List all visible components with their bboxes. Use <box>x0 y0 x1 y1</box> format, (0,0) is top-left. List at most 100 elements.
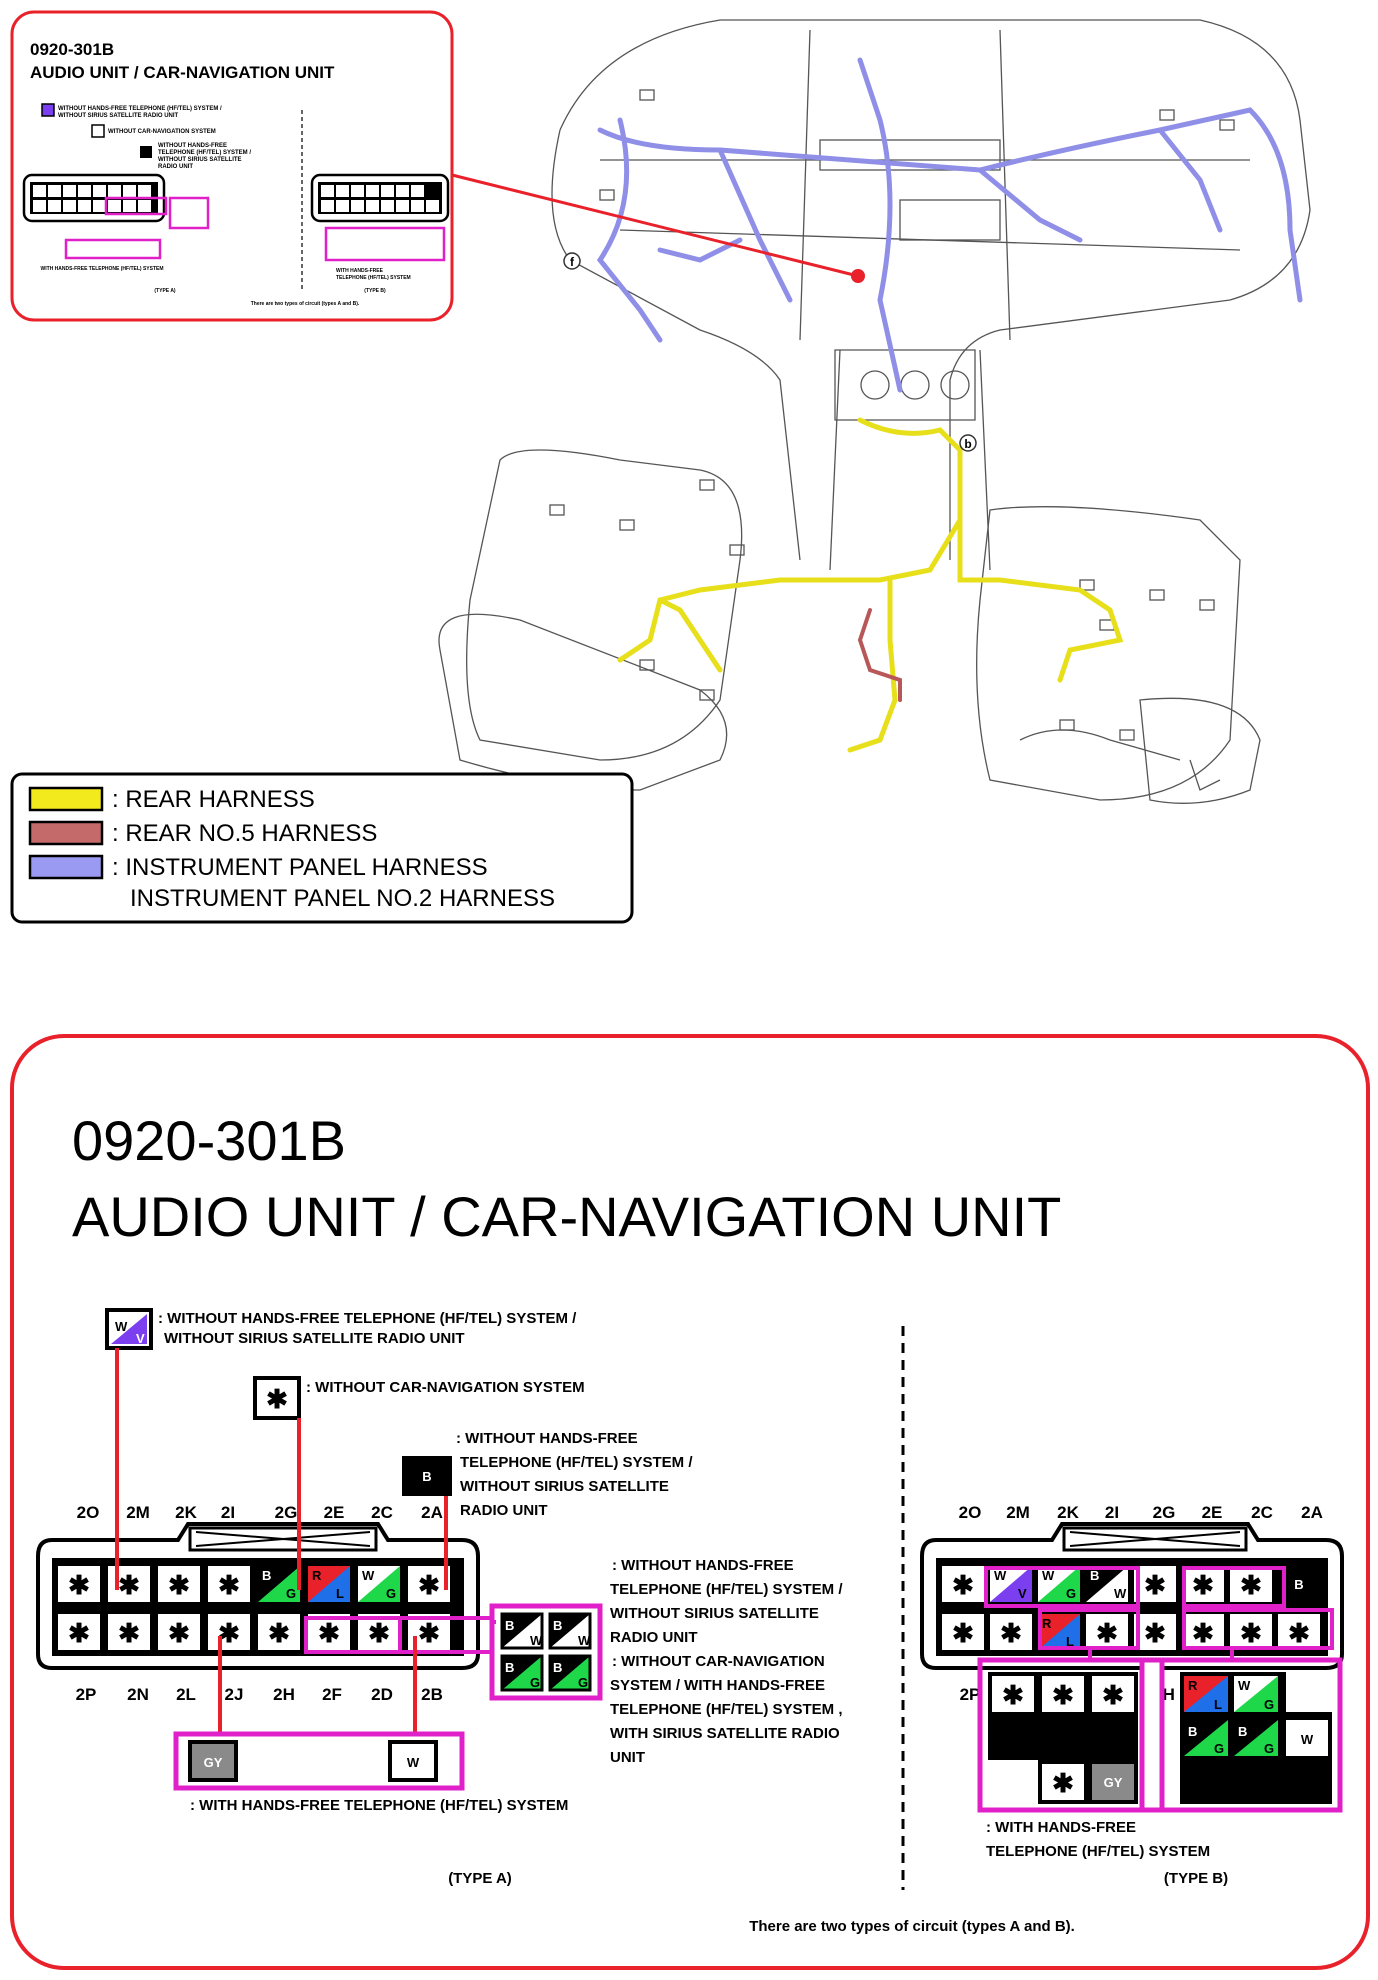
star-mark: ✱ <box>268 1618 290 1648</box>
pin-label: 2O <box>959 1503 982 1522</box>
pin-label: 2E <box>324 1503 345 1522</box>
inset-leader-line <box>439 170 859 278</box>
legend-label-instrument-panel-no2: INSTRUMENT PANEL NO.2 HARNESS <box>130 885 555 912</box>
hf-a-gy-label: GY <box>204 1755 223 1770</box>
pin-cell <box>1182 1566 1224 1602</box>
pin-cell <box>1086 1614 1128 1650</box>
pin-label: 2I <box>221 1503 235 1522</box>
star-mark: ✱ <box>952 1570 974 1600</box>
var-b4: B <box>553 1660 562 1675</box>
hf-box-type-a <box>173 1731 465 1791</box>
hfb-b2: B <box>1238 1724 1247 1739</box>
pin-label: 2D <box>371 1685 393 1704</box>
note-r9: UNIT <box>610 1749 645 1766</box>
hfb-g3: G <box>1264 1741 1274 1756</box>
inset-hf-b2: TELEPHONE (HF/TEL) SYSTEM <box>336 275 411 281</box>
pin-label: 2I <box>0 0 7 4</box>
pin-cell <box>408 1566 450 1602</box>
pin-label: 2N <box>127 1685 149 1704</box>
star-mark: ✱ <box>168 1570 190 1600</box>
pin-label: 2K <box>1057 1503 1079 1522</box>
pin-label: 2G <box>275 1503 298 1522</box>
wire-color-label: L <box>1066 1634 1074 1649</box>
pin-label: 2C <box>0 0 11 4</box>
wire-color-label: W <box>1114 1586 1127 1601</box>
wire-color-label: B <box>1294 1577 1303 1592</box>
hfb-b1: B <box>1188 1724 1197 1739</box>
wire-color-label: B <box>1090 1568 1099 1583</box>
star-mark: ✱ <box>1144 1570 1166 1600</box>
wire-color-label: G <box>386 1586 396 1601</box>
wire-color-label: G <box>286 1586 296 1601</box>
var-w2: W <box>578 1633 591 1648</box>
pin-cell <box>1134 1566 1176 1602</box>
star-mark: ✱ <box>68 1570 90 1600</box>
leaders-type-a <box>115 1348 448 1732</box>
hfb-star-4: ✱ <box>1052 1768 1074 1798</box>
detail-title: AUDIO UNIT / CAR-NAVIGATION UNIT <box>72 1185 1061 1248</box>
pin-label: 2K <box>0 0 12 4</box>
wire-color-label: L <box>336 1586 344 1601</box>
star-mark: ✱ <box>1000 1618 1022 1648</box>
hf-box-type-b: ✱ ✱ ✱ ✱ GY R L W G B G B G <box>977 1657 1343 1813</box>
inset-footnote: There are two types of circuit (types A … <box>251 301 360 307</box>
pin-cell <box>942 1566 984 1602</box>
hfb-w2: W <box>1301 1732 1314 1747</box>
inset-type-a: (TYPE A) <box>154 288 176 294</box>
star-mark: ✱ <box>418 1618 440 1648</box>
inset-hf-b: WITH HANDS-FREE <box>336 268 384 274</box>
note-r3: WITHOUT SIRIUS SATELLITE <box>610 1605 819 1622</box>
pin-cell <box>1182 1614 1224 1650</box>
hfb-r: R <box>1188 1678 1198 1693</box>
star-mark: ✱ <box>1240 1570 1262 1600</box>
pin-label: 2O <box>77 1503 100 1522</box>
pin-cell <box>58 1566 100 1602</box>
pin-label: 2C <box>1251 1503 1273 1522</box>
callout-f: f <box>563 252 581 270</box>
callout-b-text: b <box>964 437 971 451</box>
note-b-swatch-label: B <box>422 1469 431 1484</box>
type-b-label: (TYPE B) <box>1164 1870 1228 1887</box>
hfb-gy: GY <box>1104 1775 1123 1790</box>
note-r1: : WITHOUT HANDS-FREE <box>612 1557 794 1574</box>
legend-swatch-rear-no5 <box>28 820 104 846</box>
note-r4: RADIO UNIT <box>610 1629 698 1646</box>
pin-label: 2G <box>1153 1503 1176 1522</box>
star-mark: ✱ <box>68 1618 90 1648</box>
var-b3: B <box>505 1660 514 1675</box>
pin-label: 2F <box>322 1685 342 1704</box>
pin-cell <box>158 1614 200 1650</box>
inset-title: AUDIO UNIT / CAR-NAVIGATION UNIT <box>30 63 335 82</box>
note-b3: WITHOUT SIRIUS SATELLITE <box>460 1478 669 1495</box>
wire-color-label: W <box>1042 1568 1055 1583</box>
pin-cell <box>1134 1614 1176 1650</box>
inset-panel: 0920-301B AUDIO UNIT / CAR-NAVIGATION UN… <box>10 10 454 322</box>
star-mark: ✱ <box>1192 1570 1214 1600</box>
inset-type-b: (TYPE B) <box>364 288 386 294</box>
pin-cell <box>1278 1614 1320 1650</box>
pin-label: 2A <box>0 0 11 4</box>
hfb-g1: G <box>1264 1697 1274 1712</box>
vehicle-overview-drawing <box>438 19 1311 804</box>
pin-label: 2M <box>0 0 12 4</box>
var-g2: G <box>578 1675 588 1690</box>
star-mark: ✱ <box>1144 1618 1166 1648</box>
callout-b: b <box>959 434 977 452</box>
note-b4: RADIO UNIT <box>460 1502 548 1519</box>
legend-label-rear-no5: : REAR NO.5 HARNESS <box>112 820 377 847</box>
inset-code: 0920-301B <box>30 40 114 59</box>
star-mark: ✱ <box>318 1618 340 1648</box>
wire-color-label: W <box>362 1568 375 1583</box>
pin-label: 2G <box>0 0 11 4</box>
pin-cell <box>942 1614 984 1650</box>
inset-note1b: WITHOUT SIRIUS SATELLITE RADIO UNIT <box>58 113 179 119</box>
note-wv: : WITHOUT HANDS-FREE TELEPHONE (HF/TEL) … <box>158 1310 577 1327</box>
pin-label: 2K <box>175 1503 197 1522</box>
var-b2: B <box>553 1618 562 1633</box>
pin-label: 2I <box>1105 1503 1119 1522</box>
legend-swatch-instrument-panel <box>28 854 104 880</box>
note-r5: : WITHOUT CAR-NAVIGATION <box>612 1653 825 1670</box>
hf-b-note2: TELEPHONE (HF/TEL) SYSTEM <box>986 1843 1210 1860</box>
